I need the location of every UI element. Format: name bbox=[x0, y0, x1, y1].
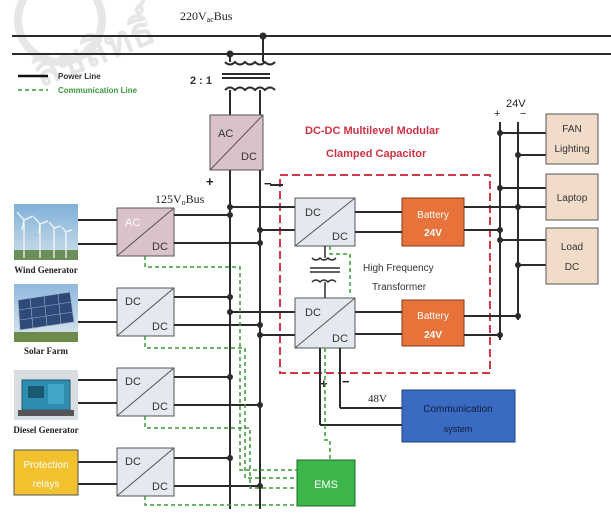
hft-label-line2: Transformer bbox=[372, 282, 427, 293]
diesel-dc-dc-converter: DC DC bbox=[117, 368, 174, 416]
dc-bus-label: 125VoBus bbox=[155, 192, 205, 207]
transformer-ratio: 2 : 1 bbox=[190, 75, 212, 87]
svg-text:EMS: EMS bbox=[314, 479, 338, 491]
module-title-line1: DC-DC Multilevel Modular bbox=[305, 125, 440, 137]
wind-ac-dc-converter: AC DC bbox=[117, 208, 174, 256]
svg-text:Communication: Communication bbox=[423, 404, 492, 415]
battery-upper: Battery 24V bbox=[402, 198, 464, 246]
svg-text:DC: DC bbox=[125, 456, 141, 468]
svg-text:Laptop: Laptop bbox=[557, 193, 588, 204]
svg-text:24V: 24V bbox=[424, 330, 442, 341]
ems-box: EMS bbox=[297, 460, 355, 506]
wind-generator-label: Wind Generator bbox=[14, 265, 78, 275]
minus-sign: − bbox=[264, 176, 272, 191]
load-fan-lighting: FAN Lighting bbox=[546, 114, 598, 164]
svg-text:DC: DC bbox=[565, 262, 579, 273]
svg-text:24V: 24V bbox=[424, 228, 442, 239]
wind-generator-image bbox=[14, 204, 78, 260]
svg-text:DC: DC bbox=[305, 207, 321, 219]
svg-text:DC: DC bbox=[305, 307, 321, 319]
solar-farm-label: Solar Farm bbox=[24, 346, 69, 356]
ac-bus-label: 220VacBus bbox=[180, 9, 233, 24]
svg-text:AC: AC bbox=[218, 128, 233, 140]
v48-lines bbox=[320, 348, 402, 425]
svg-text:relays: relays bbox=[33, 479, 60, 490]
svg-text:DC: DC bbox=[152, 241, 168, 253]
v48-plus: + bbox=[320, 376, 328, 391]
load-laptop: Laptop bbox=[546, 174, 598, 220]
svg-text:FAN: FAN bbox=[562, 124, 581, 135]
diesel-generator-label: Diesel Generator bbox=[13, 425, 78, 435]
svg-text:DC: DC bbox=[332, 231, 348, 243]
module-title-line2: Clamped Capacitor bbox=[326, 148, 427, 160]
v48-minus: − bbox=[342, 374, 350, 389]
hf-transformer-icon bbox=[310, 246, 340, 298]
svg-text:Battery: Battery bbox=[417, 210, 449, 221]
svg-text:DC: DC bbox=[152, 481, 168, 493]
svg-text:Battery: Battery bbox=[417, 311, 449, 322]
svg-text:DC: DC bbox=[241, 151, 257, 163]
legend: Power Line Communication Line bbox=[18, 72, 138, 95]
svg-text:Protection: Protection bbox=[23, 460, 68, 471]
battery-lower: Battery 24V bbox=[402, 300, 464, 346]
communication-system: Communication system bbox=[402, 390, 515, 442]
plus-sign: + bbox=[206, 174, 214, 189]
svg-text:DC: DC bbox=[125, 376, 141, 388]
watermark: ลิขสิทธิ์ bbox=[18, 0, 165, 96]
module-feed-lines bbox=[230, 185, 295, 335]
v24-minus: − bbox=[520, 108, 526, 120]
svg-text:DC: DC bbox=[125, 296, 141, 308]
svg-text:DC: DC bbox=[332, 333, 348, 345]
solar-dc-dc-converter: DC DC bbox=[117, 288, 174, 336]
svg-text:AC: AC bbox=[125, 217, 140, 229]
hft-label-line1: High Frequency bbox=[363, 263, 434, 274]
protection-dc-dc-converter: DC DC bbox=[117, 448, 174, 496]
v48-label: 48V bbox=[368, 393, 387, 405]
v24-plus: + bbox=[494, 108, 500, 120]
legend-power: Power Line bbox=[58, 72, 101, 81]
svg-text:DC: DC bbox=[152, 321, 168, 333]
module-dc-dc-lower: DC DC bbox=[295, 298, 355, 348]
svg-text:system: system bbox=[444, 424, 473, 434]
module-dc-dc-upper: DC DC bbox=[295, 198, 355, 246]
main-ac-dc-converter: AC DC bbox=[210, 115, 263, 170]
svg-text:DC: DC bbox=[152, 401, 168, 413]
svg-text:Lighting: Lighting bbox=[554, 144, 589, 155]
watermark-text: ลิขสิทธิ์ bbox=[24, 0, 165, 96]
dc-bus bbox=[230, 170, 260, 509]
protection-relays-box: Protection relays bbox=[14, 450, 78, 495]
bus-24v bbox=[500, 122, 546, 340]
legend-comm: Communication Line bbox=[58, 86, 138, 95]
svg-text:Load: Load bbox=[561, 242, 583, 253]
load-dc: Load DC bbox=[546, 228, 598, 284]
solar-farm-image bbox=[14, 284, 78, 342]
transformer-icon bbox=[222, 36, 275, 115]
diesel-generator-image bbox=[14, 370, 78, 420]
